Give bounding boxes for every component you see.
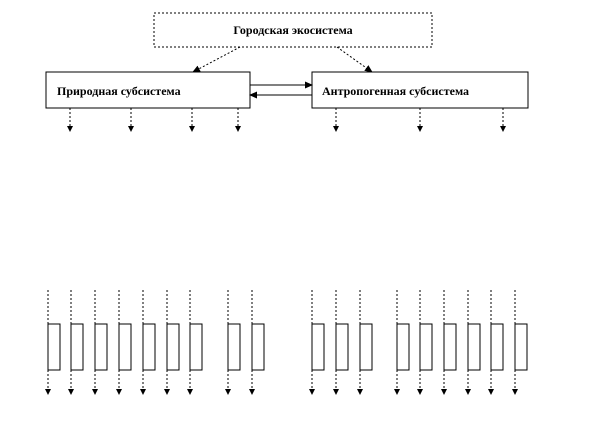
element-column [68,290,84,395]
element-column [225,290,241,395]
subsystem-output-arrows [67,108,506,132]
element-column [394,290,410,395]
element-column [465,290,481,395]
element-box [467,323,481,371]
natural-subsystem-node: Природная субсистема [45,71,251,109]
root-label: Городская экосистема [233,23,352,37]
natural-subsystem-label: Природная субсистема [57,84,181,98]
root-to-anthropogenic-arrow [336,46,373,73]
element-column [45,290,61,395]
element-box [70,323,84,371]
element-box [142,323,156,371]
anthropogenic-subsystem-label: Антропогенная субсистема [322,84,469,98]
element-box [490,323,504,371]
element-column [512,290,528,395]
element-box [311,323,325,371]
root-to-natural-arrow [192,46,241,73]
lower-element-columns [45,290,528,395]
element-box [118,323,132,371]
element-column [140,290,156,395]
element-box [335,323,349,371]
element-box [396,323,410,371]
element-box [166,323,180,371]
element-box [443,323,457,371]
element-column [488,290,504,395]
element-box [514,323,528,371]
element-column [333,290,349,395]
element-column [116,290,132,395]
element-column [309,290,325,395]
element-box [94,323,108,371]
root-node: Городская экосистема [153,12,433,48]
element-box [251,323,265,371]
element-box [227,323,241,371]
element-column [417,290,433,395]
element-column [441,290,457,395]
element-box [419,323,433,371]
element-column [164,290,180,395]
element-column [357,290,373,395]
element-box [359,323,373,371]
anthropogenic-subsystem-node: Антропогенная субсистема [311,71,529,109]
element-column [187,290,203,395]
element-column [249,290,265,395]
element-column [92,290,108,395]
element-box [47,323,61,371]
element-box [189,323,203,371]
